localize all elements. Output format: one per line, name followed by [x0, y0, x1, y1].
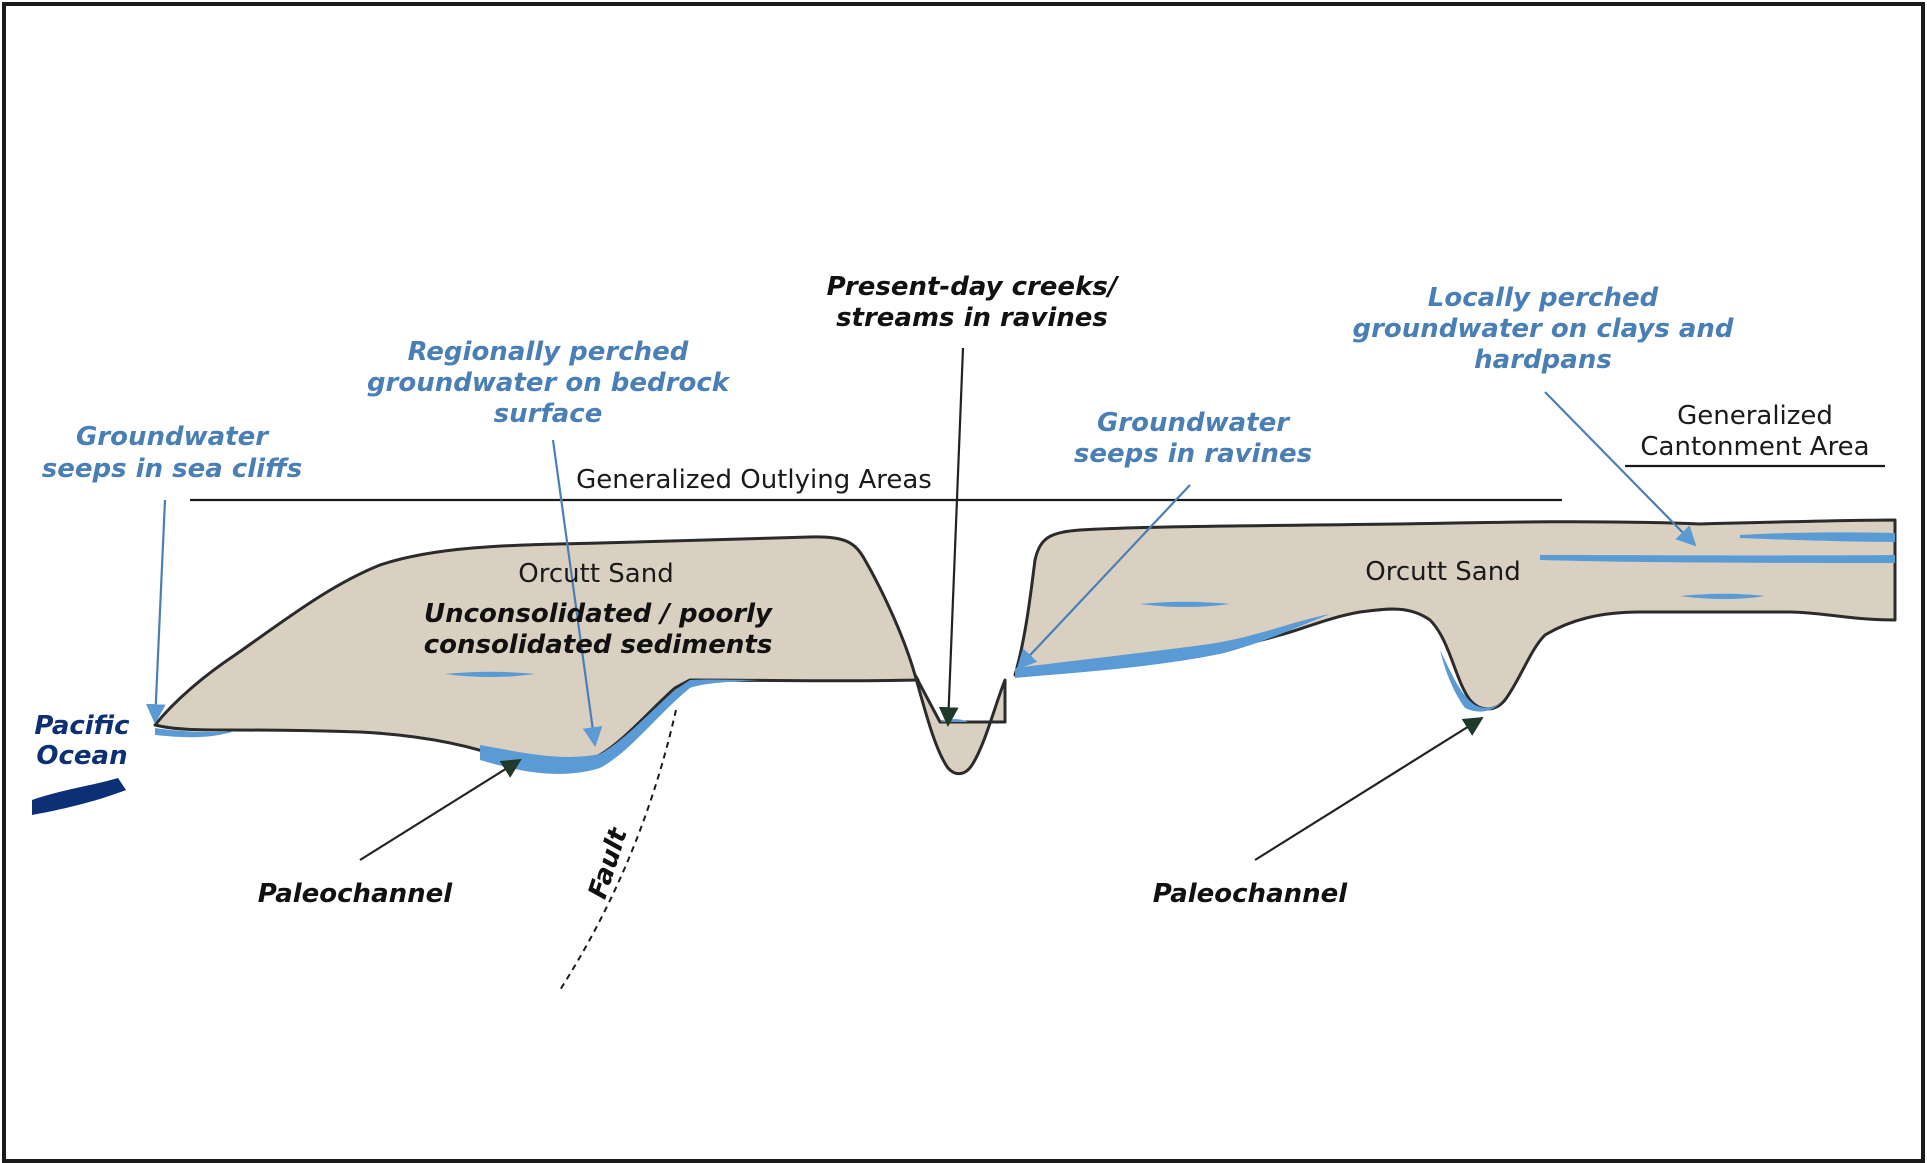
- orcutt-sand-left-label: Orcutt Sand: [518, 559, 673, 589]
- pacific-ocean-label-2: Ocean: [36, 741, 127, 771]
- sea-cliff-seep-water: [155, 728, 235, 738]
- locally-perched-label-2: groundwater on clays and: [1352, 314, 1733, 344]
- perched-clay-layer-1: [1540, 555, 1895, 563]
- locally-perched-label-3: hardpans: [1474, 345, 1612, 375]
- creek-pointer: [938, 347, 965, 727]
- ravine-seeps-label-2: seeps in ravines: [1074, 439, 1312, 469]
- pacific-ocean-label-1: Pacific: [34, 711, 130, 741]
- perched-lens-right-mid: [1140, 601, 1230, 607]
- locally-perched-pointer: [1544, 391, 1697, 547]
- creek-ravine-fill: [913, 673, 1007, 776]
- ravine-seep-water: [1015, 614, 1330, 678]
- fault-line: [559, 709, 677, 991]
- ravine-seep-pointer: [1016, 484, 1191, 670]
- regionally-perched-label-3: surface: [494, 399, 603, 429]
- paleochannel-right-pointer: [1254, 716, 1484, 861]
- orcutt-sand-right-label: Orcutt Sand: [1365, 557, 1520, 587]
- sediments-label-1: Unconsolidated / poorly: [424, 599, 773, 629]
- sediments-label-2: consolidated sediments: [424, 630, 773, 660]
- paleochannel-left-label: Paleochannel: [258, 879, 453, 909]
- paleochannel-right-water: [1440, 650, 1505, 712]
- sea-cliff-seeps-label-2: seeps in sea cliffs: [42, 454, 302, 484]
- perched-clay-layer-2: [1740, 532, 1895, 542]
- orcutt-sand-left-body: [153, 535, 920, 769]
- orcutt-sand-right-body: [1013, 518, 1897, 711]
- perched-lens-right-small: [1680, 593, 1765, 599]
- ravine-seeps-label-1: Groundwater: [1097, 408, 1291, 438]
- pacific-ocean-water: [32, 778, 126, 815]
- creeks-label-2: streams in ravines: [836, 303, 1108, 333]
- cantonment-label-2: Cantonment Area: [1640, 432, 1869, 462]
- cantonment-label-1: Generalized: [1677, 401, 1833, 431]
- outlying-areas-label: Generalized Outlying Areas: [576, 465, 932, 495]
- paleochannel-right-label: Paleochannel: [1153, 879, 1348, 909]
- regionally-perched-label-1: Regionally perched: [408, 337, 689, 367]
- regionally-perched-pointer: [551, 439, 603, 747]
- creeks-label-1: Present-day creeks/: [827, 272, 1120, 302]
- locally-perched-label-1: Locally perched: [1428, 283, 1659, 313]
- paleochannel-left-pointer: [359, 758, 522, 861]
- sea-cliff-seeps-label-1: Groundwater: [76, 422, 270, 452]
- perched-lens-left: [445, 671, 535, 677]
- regionally-perched-label-2: groundwater on bedrock: [367, 368, 731, 398]
- sea-cliff-pointer: [145, 499, 167, 724]
